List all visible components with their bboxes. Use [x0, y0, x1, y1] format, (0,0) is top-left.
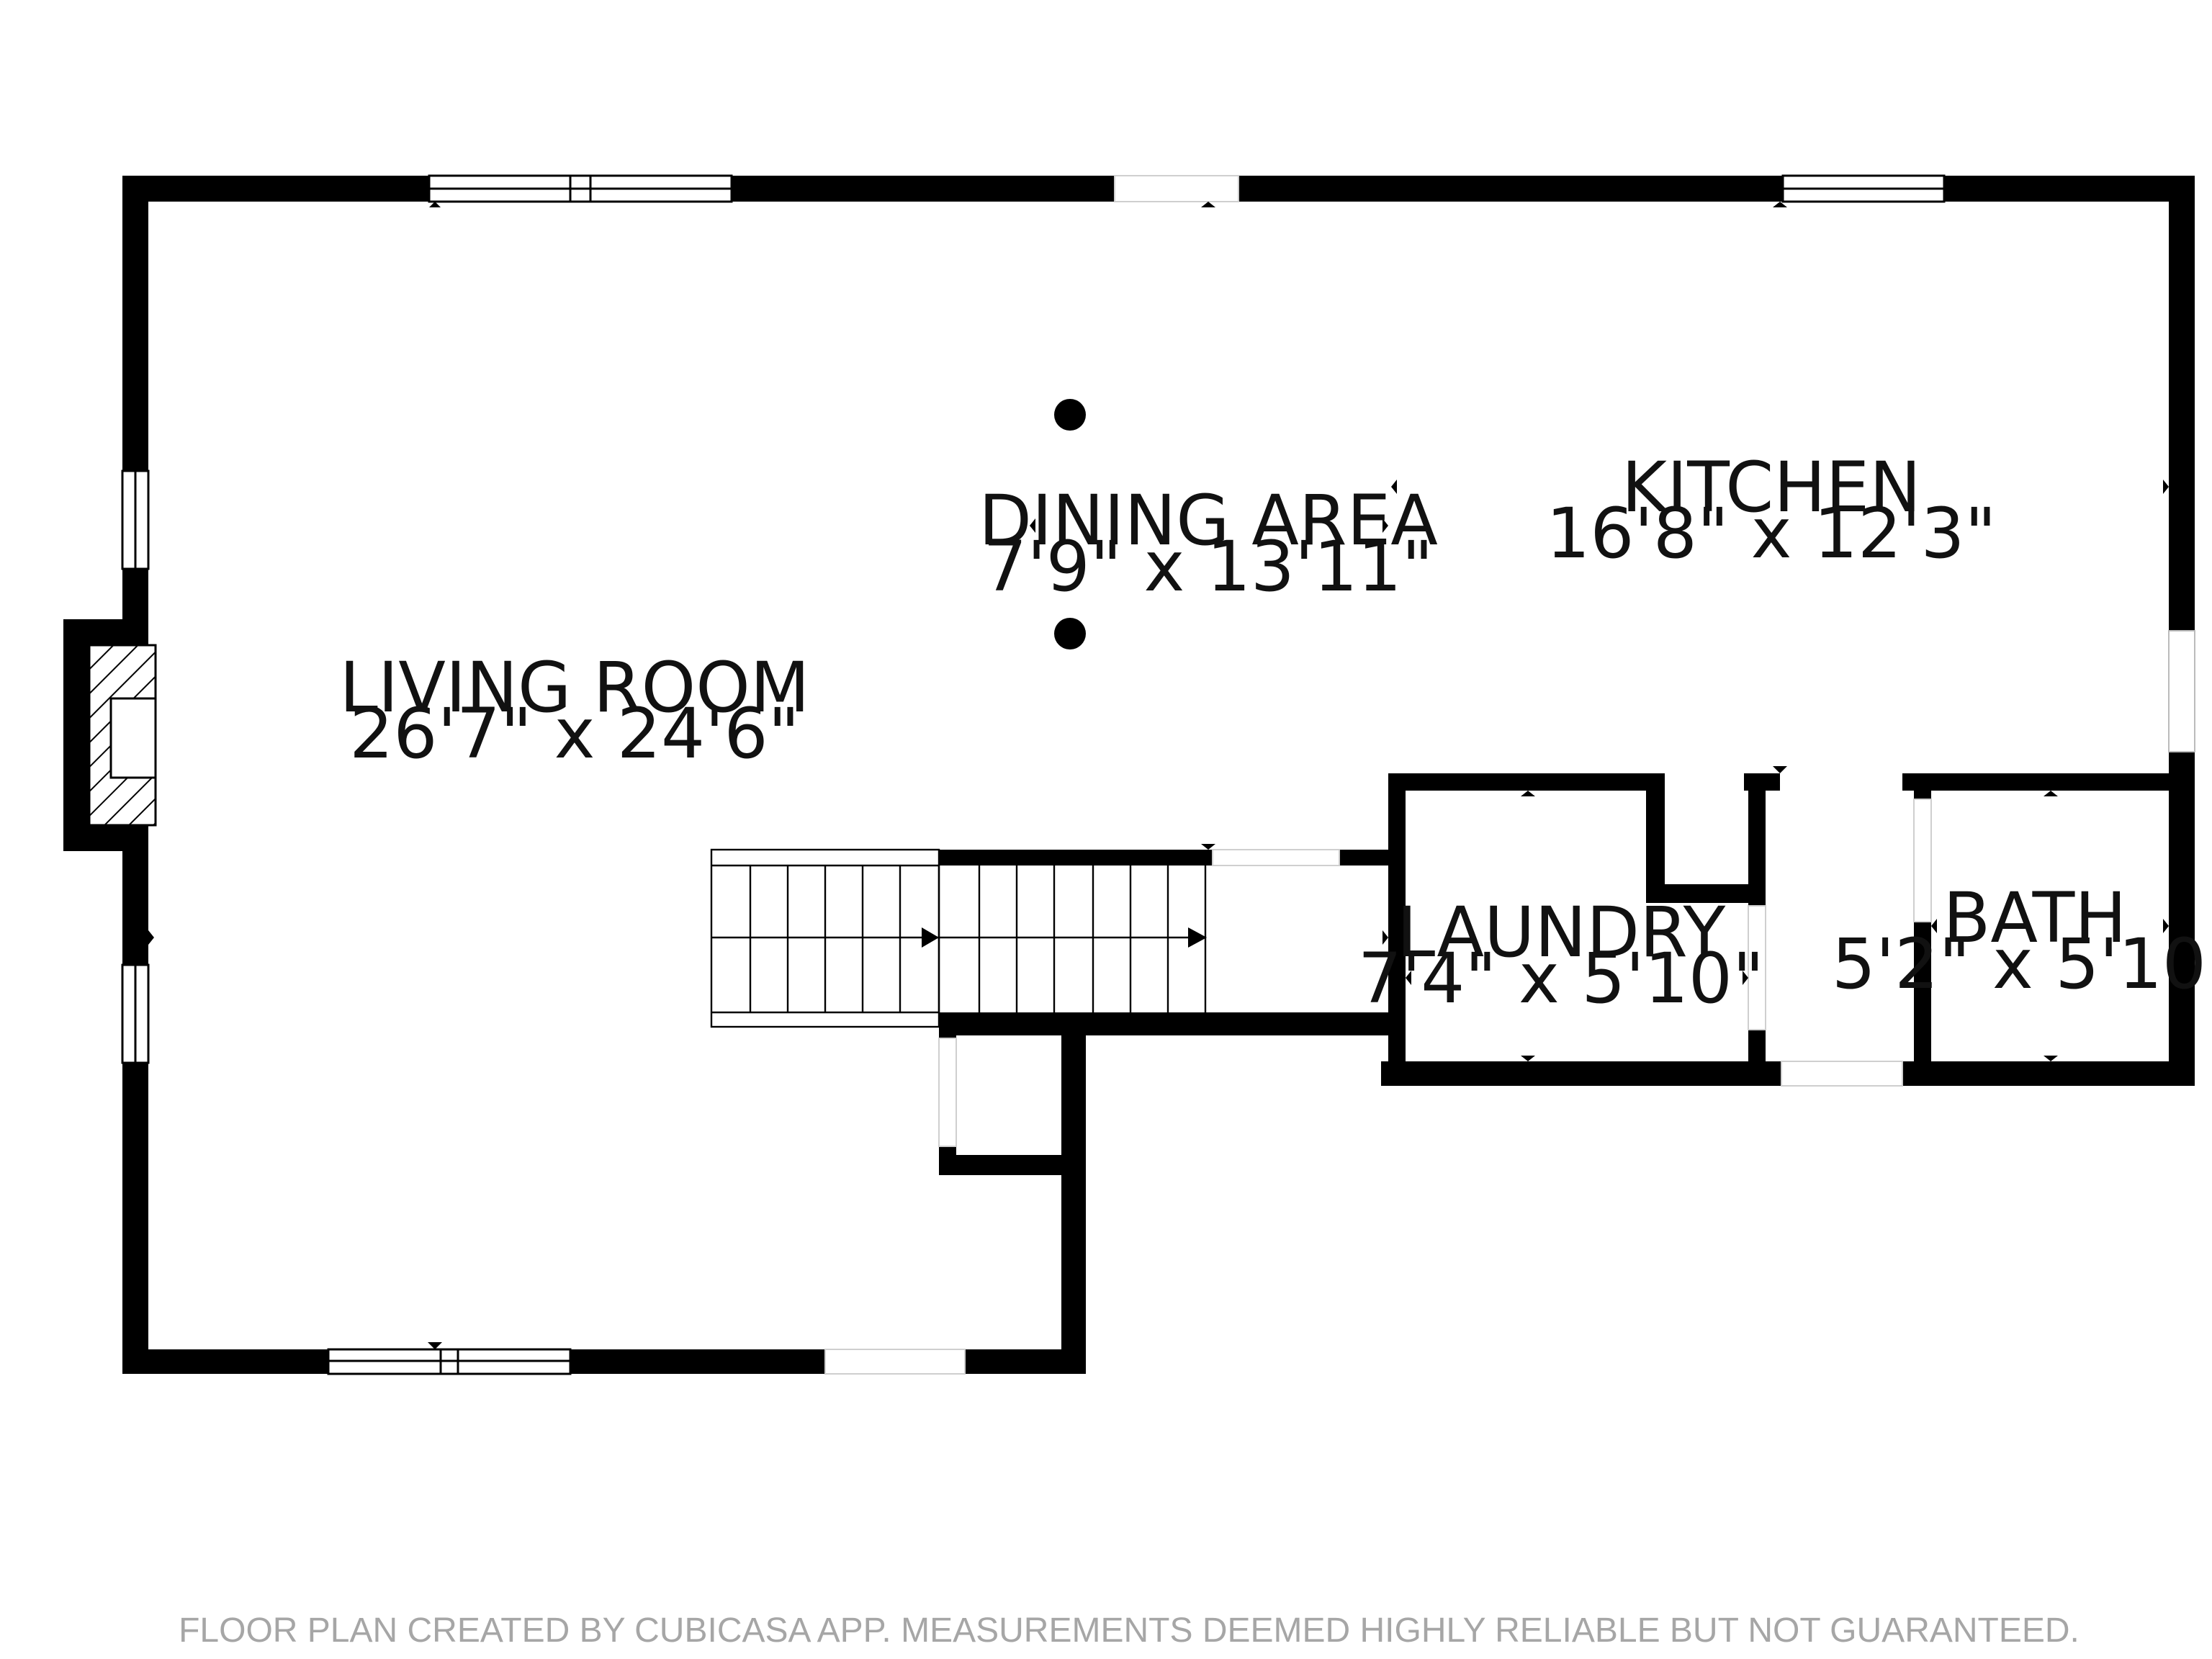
room-name: LIVING ROOM	[339, 647, 809, 728]
staircase	[710, 848, 1207, 1028]
room-label-laundry: LAUNDRY 7'4" x 5'10"	[1358, 892, 1764, 1019]
room-name: LAUNDRY	[1397, 892, 1726, 973]
interior-walls	[939, 773, 2195, 1175]
room-label-kitchen: KITCHEN 16'8" x 12'3"	[1546, 447, 1996, 574]
windows	[121, 174, 2195, 1375]
room-dimensions: 26'7" x 24'6"	[349, 693, 799, 774]
room-dimensions: 7'9" x 13'11"	[983, 526, 1433, 607]
room-name: BATH	[1943, 878, 2127, 958]
room-name: DINING AREA	[979, 480, 1438, 561]
room-label-dining-area: DINING AREA 7'9" x 13'11"	[979, 480, 1438, 607]
column	[1054, 399, 1086, 431]
fireplace	[88, 644, 157, 827]
dimension-markers	[148, 202, 2169, 1349]
room-dimensions: 7'4" x 5'10"	[1358, 938, 1764, 1019]
column	[1054, 618, 1086, 649]
door-openings	[824, 175, 1932, 1375]
stair-direction-arrows	[922, 927, 1207, 948]
footer-disclaimer: FLOOR PLAN CREATED BY CUBICASA APP. MEAS…	[179, 1611, 2080, 1650]
room-dimensions: 16'8" x 12'3"	[1546, 493, 1996, 574]
room-label-living-room: LIVING ROOM 26'7" x 24'6"	[339, 647, 809, 774]
room-name: KITCHEN	[1622, 447, 1921, 528]
room-dimensions: 5'2" x 5'10"	[1832, 924, 2212, 1004]
room-label-bath: BATH 5'2" x 5'10"	[1832, 878, 2212, 1004]
exterior-walls	[63, 176, 2195, 1374]
